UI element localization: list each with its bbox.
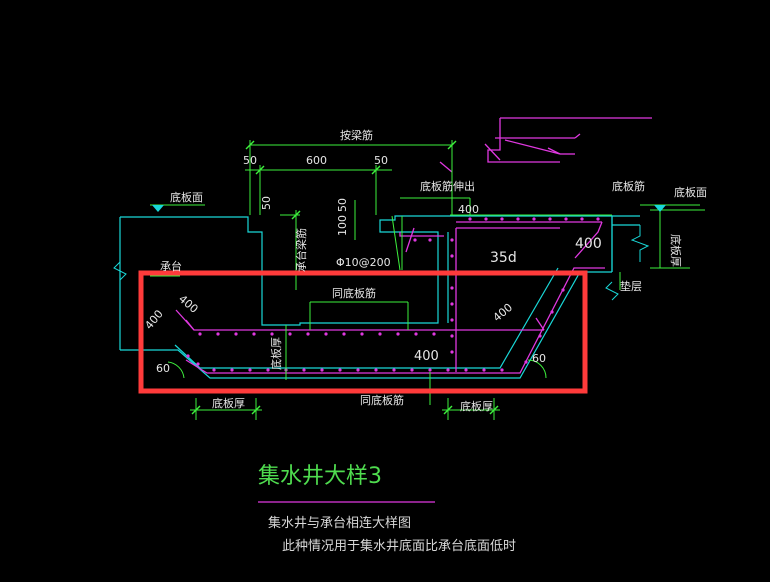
- rebar-dot: [538, 334, 542, 338]
- break-marks: [113, 225, 650, 301]
- rebar-dot: [464, 368, 468, 372]
- rebar-dot: [580, 217, 584, 221]
- dim-400-right: 400: [575, 236, 602, 252]
- rebar-dot: [500, 217, 504, 221]
- leader-lines: [150, 197, 700, 277]
- label-angle-right: 60: [532, 352, 546, 365]
- dim-600: 600: [306, 154, 327, 167]
- rebar-dot: [414, 332, 418, 336]
- title-line-2: 此种情况用于集水井底面比承台底面低时: [282, 538, 516, 554]
- rebar-dot: [450, 302, 454, 306]
- rebar-dot: [270, 332, 274, 336]
- rebar-dot: [450, 334, 454, 338]
- rebar-dot: [450, 286, 454, 290]
- dimension-ticks: [191, 140, 499, 415]
- dim-400-right-diag: 400: [491, 301, 515, 324]
- rebar-dot: [450, 318, 454, 322]
- dim-400-bottom: 400: [414, 349, 439, 364]
- rebar-dot: [252, 332, 256, 336]
- rebar-dot: [550, 310, 554, 314]
- rebar-dot: [432, 332, 436, 336]
- rebar-dot: [320, 368, 324, 372]
- label-stirrup-spec: Φ10@200: [336, 256, 391, 269]
- rebar-dot: [450, 238, 454, 242]
- rebar-dot: [468, 217, 472, 221]
- highlight-box: [138, 270, 588, 394]
- label-bottom-rebar-right: 底板筋: [612, 179, 645, 193]
- label-slab-thick-middle: 底板厚: [269, 337, 283, 370]
- dim-50-right: 50: [374, 154, 388, 167]
- rebar-dot: [446, 368, 450, 372]
- dimension-lines: [150, 140, 705, 420]
- rebar-dot: [392, 368, 396, 372]
- dim-50-vertical2: 50: [336, 198, 349, 212]
- rebar-dot: [306, 332, 310, 336]
- rebar-dot: [450, 350, 454, 354]
- rebar-dot: [198, 332, 202, 336]
- rebar-dot: [196, 362, 200, 366]
- rebar-dot: [532, 217, 536, 221]
- rebar-dot: [450, 254, 454, 258]
- label-same-bottom-rebar-top: 同底板筋: [332, 286, 376, 300]
- label-cap: 承台: [160, 259, 182, 273]
- label-slab-surface-right: 底板面: [674, 185, 707, 199]
- rebar-dot: [524, 360, 528, 364]
- label-cushion: 垫层: [620, 279, 642, 293]
- label-slab-thick-bottom-right: 底板厚: [460, 399, 493, 413]
- dim-50-left: 50: [243, 154, 257, 167]
- rebar-dot: [248, 368, 252, 372]
- rebar-dot: [596, 217, 600, 221]
- dim-50-vertical: 50: [260, 196, 273, 210]
- label-cap-beam-rebar: 承台梁筋: [294, 228, 308, 272]
- rebar-dot: [548, 217, 552, 221]
- rebar-dot: [482, 368, 486, 372]
- title-line-1: 集水井与承台相连大样图: [268, 515, 411, 531]
- rebar-dot: [266, 368, 270, 372]
- rebar-dot: [338, 368, 342, 372]
- rebar-dot: [212, 368, 216, 372]
- label-slab-surface-left: 底板面: [170, 190, 203, 204]
- rebar-dot: [360, 332, 364, 336]
- label-bottom-rebar-extend: 底板筋伸出: [420, 179, 475, 193]
- drawing-title: 集水井大样3: [258, 464, 382, 489]
- rebar-dot: [186, 354, 190, 358]
- label-35d: 35d: [490, 250, 517, 266]
- title-block: 集水井大样3 集水井与承台相连大样图 此种情况用于集水井底面比承台底面低时: [258, 464, 516, 554]
- rebar-dot: [428, 238, 432, 242]
- rebar-dot: [396, 332, 400, 336]
- label-slab-thick-left: 底板厚: [212, 396, 245, 410]
- rebar-dot: [378, 332, 382, 336]
- dim-400-left-diag2: 400: [142, 307, 165, 331]
- rebar-dot: [561, 288, 565, 292]
- label-slab-thick-vertical: 底板厚: [669, 234, 683, 267]
- rebar-dot: [342, 332, 346, 336]
- level-markers: [152, 205, 666, 212]
- rebar-dots: [186, 217, 600, 372]
- dim-400-left-diag: 400: [176, 292, 200, 315]
- rebar-dot: [230, 368, 234, 372]
- rebar-dot: [302, 368, 306, 372]
- rebar-dot: [374, 368, 378, 372]
- rebar-lines: [175, 117, 652, 503]
- rebar-dot: [324, 332, 328, 336]
- angle-arcs: [167, 359, 547, 379]
- rebar-dot: [500, 368, 504, 372]
- dim-400-top: 400: [458, 203, 479, 216]
- label-anchor-length: 按梁筋: [340, 128, 373, 142]
- rebar-dot: [356, 368, 360, 372]
- rebar-dot: [413, 238, 417, 242]
- rebar-dot: [484, 217, 488, 221]
- rebar-dot: [428, 368, 432, 372]
- rebar-dot: [234, 332, 238, 336]
- rebar-dot: [288, 332, 292, 336]
- rebar-dot: [410, 368, 414, 372]
- rebar-dot: [564, 217, 568, 221]
- label-same-bottom-rebar-bottom: 同底板筋: [360, 393, 404, 407]
- label-angle-left: 60: [156, 362, 170, 375]
- dim-100: 100: [336, 215, 349, 236]
- rebar-dot: [516, 217, 520, 221]
- rebar-dot: [216, 332, 220, 336]
- concrete-outline: [119, 215, 640, 379]
